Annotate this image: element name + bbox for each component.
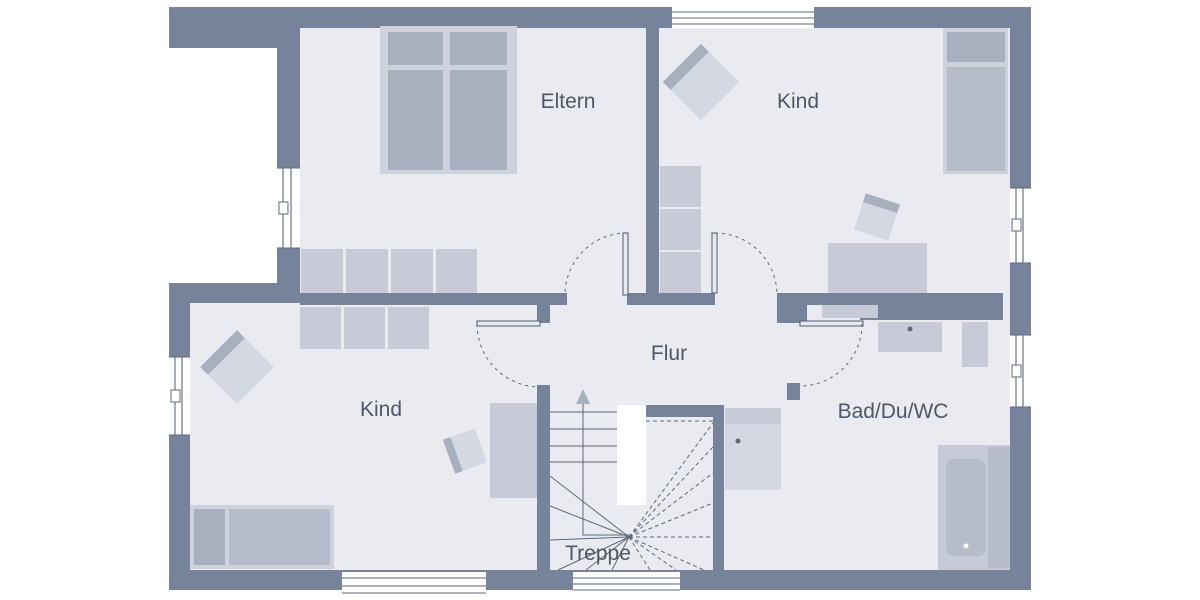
desk-chair-kind-top: [854, 193, 900, 241]
wall-flur-top-c: [777, 293, 1003, 305]
window-top-kind: [672, 6, 814, 28]
wall-left-step: [169, 283, 300, 303]
wall-bad-door-jamb-top: [777, 305, 807, 323]
room-label-bad: Bad/Du/WC: [838, 400, 949, 423]
bad-niche: [822, 305, 878, 318]
stair-void: [617, 405, 646, 505]
wardrobe-kind-bottom: [300, 307, 429, 349]
wall-top: [169, 7, 1031, 28]
doors: [476, 232, 864, 388]
wall-left-upper: [277, 7, 300, 303]
single-bed-kind-bottom: [190, 505, 334, 569]
door-eltern: [564, 232, 629, 296]
room-label-flur: Flur: [651, 342, 687, 365]
wall-stair-left: [537, 385, 550, 570]
wall-kind-door-jamb: [537, 305, 550, 323]
washbasin: [878, 322, 942, 352]
window-eltern-left: [277, 167, 300, 249]
windows: [169, 6, 1031, 598]
wall-stair-flight-top: [645, 405, 713, 417]
window-right-lower: [1010, 334, 1031, 408]
door-kind-bottom: [476, 320, 541, 388]
toilet: [962, 322, 988, 367]
wall-left-lower: [169, 283, 190, 590]
double-bed-eltern: [380, 26, 517, 174]
desk-chair-kind-bottom: [442, 428, 488, 474]
wall-bad-door-jamb-bottom: [787, 383, 800, 400]
staircase: [549, 389, 714, 571]
door-kind-top: [711, 232, 778, 296]
window-right-upper: [1010, 187, 1031, 264]
window-kind-bottom-left: [169, 356, 190, 436]
desk-kind-top: [828, 243, 927, 293]
desk-kind-bottom: [490, 403, 537, 498]
door-bad: [799, 320, 864, 387]
single-bed-kind-top: [943, 28, 1008, 174]
wall-divider-eltern-kind: [646, 25, 659, 305]
room-label-kind-bottom: Kind: [360, 398, 402, 421]
wall-stair-right: [713, 405, 724, 570]
wardrobe-eltern: [301, 249, 477, 293]
stairs-up-arrow: [576, 389, 631, 536]
wall-right: [1010, 7, 1031, 590]
armchair-kind-top: [662, 43, 740, 121]
bathtub: [938, 445, 1010, 570]
wall-flur-top-a: [300, 293, 567, 305]
window-bottom-kind: [342, 572, 486, 598]
wall-bad-thick: [860, 305, 1003, 320]
shower: [725, 408, 781, 490]
outside-notch: [169, 48, 277, 283]
room-label-eltern: Eltern: [541, 90, 596, 113]
room-labels: Eltern Kind Flur Kind Bad/Du/WC Treppe: [360, 90, 948, 565]
wall-flur-top-b: [627, 293, 715, 305]
furniture: [190, 26, 1010, 570]
shelf-kind-top: [660, 166, 701, 293]
room-label-treppe: Treppe: [565, 542, 631, 565]
armchair-kind-bottom: [200, 330, 274, 404]
room-label-kind-top: Kind: [777, 90, 819, 113]
window-bottom-treppe: [573, 572, 680, 594]
